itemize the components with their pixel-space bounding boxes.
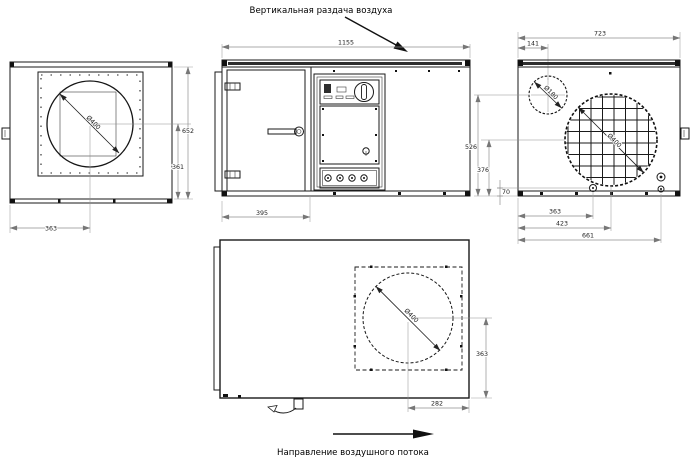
lock-icon: [362, 147, 370, 156]
door-swing-handle: [267, 398, 304, 414]
opening-square: [354, 266, 463, 371]
hinge-bottom: [224, 170, 241, 179]
base-rail: [221, 190, 471, 197]
side-latch: [680, 127, 690, 140]
dim-fan-center-offset: 423: [556, 221, 568, 228]
dim-height-total: 652: [182, 128, 194, 135]
front-view: Вертикальная раздача воздуха 1155: [214, 6, 471, 222]
top-flange: [9, 61, 173, 68]
dim-center-to-front: 282: [431, 401, 443, 408]
right-side-view: 723 141 Ø180 Ø400: [464, 30, 690, 244]
access-door: [226, 69, 306, 192]
control-strip: [319, 79, 380, 105]
dim-knockout-diameter: Ø180: [542, 84, 560, 102]
dim-connections-offset: 661: [582, 233, 594, 240]
door-handle: [267, 126, 304, 137]
dim-drain-height: 70: [502, 189, 510, 196]
rotary-switch: [354, 82, 374, 102]
vertical-distribution-label: Вертикальная раздача воздуха: [250, 6, 393, 16]
left-edge-flange: [213, 246, 221, 391]
dim-opening-diameter: Ø400: [85, 114, 103, 132]
dim-door-section-width: 395: [256, 210, 268, 217]
unit-body: [219, 239, 470, 399]
dim-center-to-bottom: 361: [172, 164, 184, 171]
left-side-view: Ø400 652 361 363: [1, 61, 195, 234]
hinge-top: [224, 82, 241, 91]
dim-width-total: 1155: [338, 40, 354, 47]
dim-knockout-offset: 141: [527, 41, 539, 48]
drain-connection: [589, 184, 597, 192]
indicator-icon: [336, 86, 347, 93]
display-icon: [324, 84, 331, 93]
unit-body: [9, 66, 173, 200]
dim-width-total: 723: [594, 31, 606, 38]
dim-center-to-bottom: 526: [465, 144, 477, 151]
left-edge-flange: [214, 71, 223, 192]
unit-body: [221, 66, 471, 197]
gland-strip: [319, 167, 380, 189]
cable-glands: [324, 174, 368, 182]
airflow-arrow: [333, 429, 434, 439]
side-latch: [1, 127, 11, 140]
dim-fan-center-to-bottom: 376: [477, 167, 489, 174]
dim-left-to-center: 363: [45, 226, 57, 233]
dim-center-to-edge: 363: [476, 351, 488, 358]
control-panel: [313, 73, 386, 191]
airflow-annotation: Направление воздушного потока: [277, 429, 434, 458]
top-view: Ø400 363 282: [213, 239, 492, 414]
screw: [609, 72, 612, 75]
service-connections: [656, 172, 666, 193]
dim-drain-offset: 363: [549, 209, 561, 216]
airflow-direction-label: Направление воздушного потока: [277, 448, 429, 458]
panel-door: [319, 105, 380, 165]
base-rail: [9, 198, 173, 204]
fan-guard-grille: Ø400: [564, 93, 658, 187]
